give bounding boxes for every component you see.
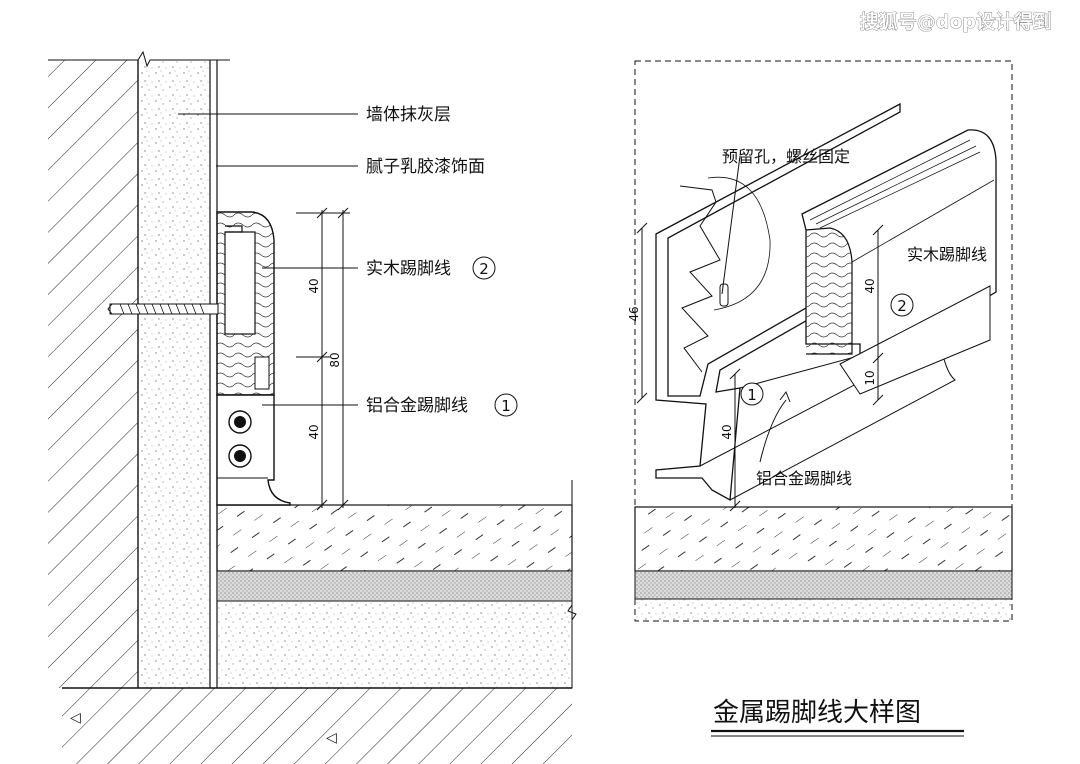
screw-icon	[107, 303, 219, 315]
label-reserved-hole: 预留孔，螺丝固定	[722, 147, 850, 166]
dim-detail-gap: 10	[863, 370, 877, 385]
left-dimensions	[296, 207, 350, 511]
detail-floor-finish	[634, 506, 1013, 572]
svg-text:◁: ◁	[326, 730, 337, 746]
watermark: 搜狐号@dop设计得到	[860, 10, 1052, 33]
right-section: 预留孔，螺丝固定 实木踢脚线 铝合金踢脚线 2 1 46 40 10 40	[627, 60, 1013, 622]
dim-detail-left: 46	[627, 306, 641, 321]
floor-mortar	[216, 570, 573, 602]
right-dimensions	[636, 222, 884, 512]
drawing-title: 金属踢脚线大样图	[713, 698, 921, 728]
label-detail-wood: 实木踢脚线	[907, 245, 987, 264]
svg-text:◁: ◁	[70, 710, 81, 726]
label-wood-skirting: 实木踢脚线	[366, 259, 451, 279]
marker-wood: 2	[479, 260, 489, 278]
detail-floor-mortar	[634, 570, 1013, 600]
dim-detail-wood: 40	[863, 278, 877, 293]
dim-detail-aluminum: 40	[720, 424, 734, 439]
marker-detail-aluminum: 1	[747, 386, 757, 404]
marker-detail-wood: 2	[897, 297, 907, 315]
floor-slab	[62, 688, 572, 764]
dim-upper: 40	[307, 278, 321, 293]
marker-aluminum: 1	[501, 397, 511, 415]
dim-lower: 40	[307, 424, 321, 439]
wall-structure	[48, 60, 138, 688]
plaster-layer	[138, 60, 210, 688]
aluminum-skirting-section	[216, 394, 291, 506]
label-putty: 腻子乳胶漆饰面	[366, 157, 485, 177]
label-plaster: 墙体抹灰层	[366, 105, 451, 125]
floor-screed	[216, 600, 573, 689]
label-detail-aluminum: 铝合金踢脚线	[756, 469, 852, 488]
dim-total: 80	[328, 352, 342, 367]
floor-finish	[216, 504, 573, 572]
label-aluminum-skirting: 铝合金踢脚线	[366, 396, 468, 416]
left-section: ◁ ◁ 墙体抹灰层 腻子乳胶漆饰面 实木踢脚线 2 铝合金踢脚线 1	[48, 50, 577, 764]
